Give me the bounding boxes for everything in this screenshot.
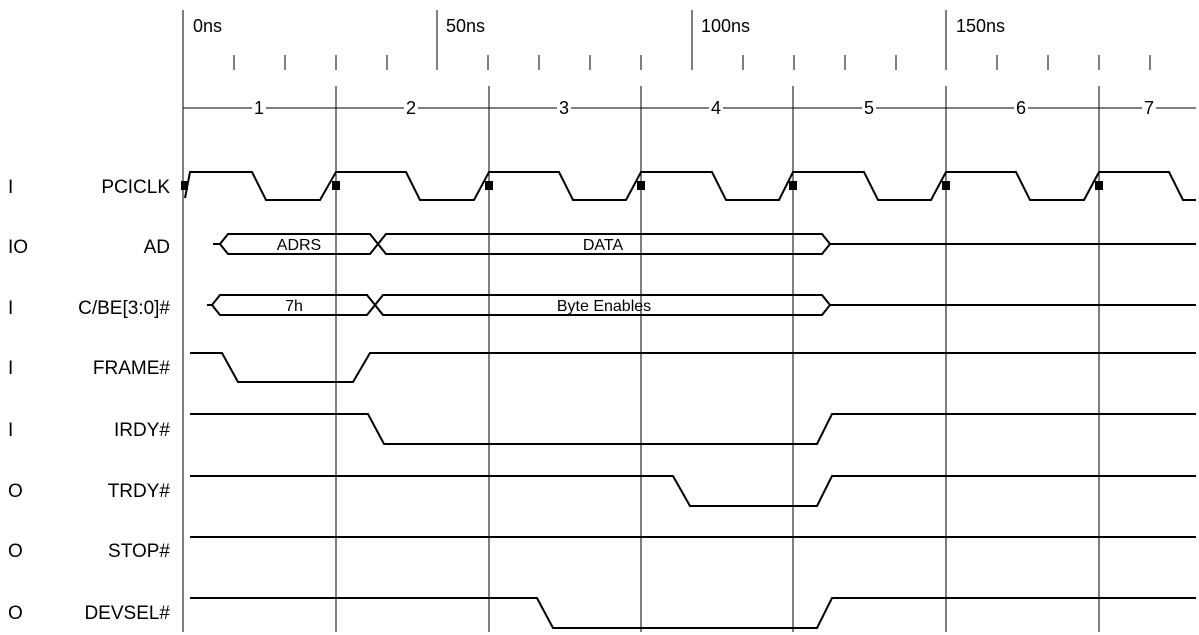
irdy-waveform <box>190 413 1196 445</box>
cycle-boundaries <box>335 86 1100 632</box>
signal-dir: IO <box>8 237 28 258</box>
clock-edge-marker <box>485 181 493 190</box>
clock-edge-marker <box>181 181 188 190</box>
cycle-number: 4 <box>711 98 721 118</box>
signal-dir: O <box>8 481 23 502</box>
signal-dir: I <box>8 358 13 379</box>
signal-dir: I <box>8 298 13 319</box>
cycle-number: 6 <box>1016 98 1026 118</box>
devsel-waveform <box>190 597 1196 629</box>
clock-edge-marker <box>942 181 950 190</box>
signal-name: STOP# <box>108 541 170 562</box>
time-tick-50: 50ns <box>446 16 485 36</box>
signal-name: PCICLK <box>101 177 170 198</box>
time-tick-100: 100ns <box>701 16 750 36</box>
cbe-value-byte-enables: Byte Enables <box>557 298 651 315</box>
signal-dir: O <box>8 541 23 562</box>
signal-name: FRAME# <box>93 358 171 379</box>
signal-dir: O <box>8 603 23 624</box>
frame-waveform <box>190 352 1196 383</box>
cycle-number: 1 <box>254 98 264 118</box>
cycle-number: 7 <box>1144 98 1154 118</box>
clock-edge-marker <box>1095 181 1103 190</box>
cycle-number: 5 <box>864 98 874 118</box>
signal-name: IRDY# <box>114 420 170 441</box>
time-tick-0: 0ns <box>193 16 222 36</box>
ad-bus-waveform: ADRS DATA <box>213 233 1196 255</box>
cbe-value-7h: 7h <box>285 298 303 315</box>
pciclk-waveform <box>181 171 1196 201</box>
signal-name: TRDY# <box>108 481 171 502</box>
signal-labels: I PCICLK IO AD I C/BE[3:0]# I FRAME# I I… <box>8 177 170 624</box>
clock-edge-marker <box>332 181 340 190</box>
signal-name: DEVSEL# <box>84 603 170 624</box>
time-ruler: 0ns 50ns 100ns 150ns <box>193 10 1151 70</box>
time-tick-150: 150ns <box>956 16 1005 36</box>
clock-edge-marker <box>789 181 797 190</box>
signal-name: AD <box>144 237 170 258</box>
trdy-waveform <box>190 475 1196 507</box>
cycle-number: 2 <box>406 98 416 118</box>
cycle-number: 3 <box>559 98 569 118</box>
cbe-bus-waveform: 7h Byte Enables <box>207 294 1196 316</box>
cycle-numbers: 1 2 3 4 5 6 7 <box>252 96 1156 118</box>
ad-value-data: DATA <box>583 237 624 254</box>
signal-dir: I <box>8 420 13 441</box>
clock-edge-marker <box>637 181 645 190</box>
signal-name: C/BE[3:0]# <box>78 298 170 319</box>
signal-dir: I <box>8 177 13 198</box>
ad-value-adrs: ADRS <box>277 237 321 254</box>
